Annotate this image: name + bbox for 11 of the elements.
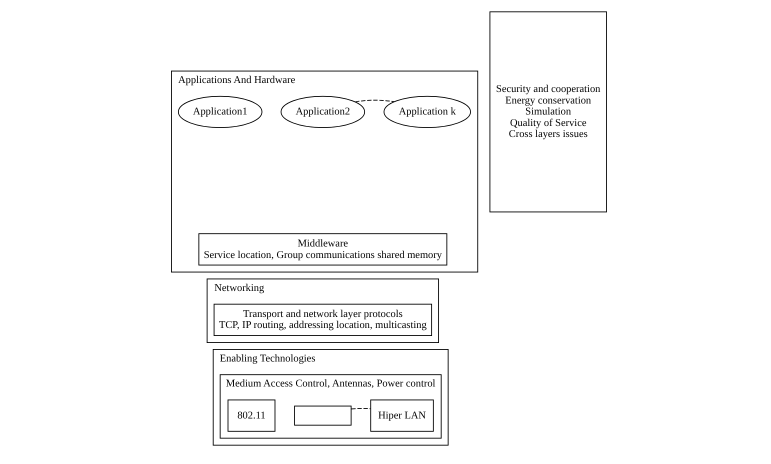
node-box: Middleware Service location, Group communications shared memory [198,233,448,266]
node-box: Hiper LAN [370,400,434,432]
connector [350,408,371,410]
node-ellipse: Application k [384,96,471,128]
node-box: 802.11 [228,400,276,432]
node-box: Security and cooperation Energy conservation Simulation Quality of Service Cross layers issues [489,11,607,212]
node-ellipse: Application2 [280,96,366,128]
connector [354,100,394,102]
node-ellipse: Application1 [178,96,262,128]
node-box [294,406,352,426]
node-box: Transport and network layer protocols TCP, IP routing, addressing location, multicasting [214,304,432,336]
